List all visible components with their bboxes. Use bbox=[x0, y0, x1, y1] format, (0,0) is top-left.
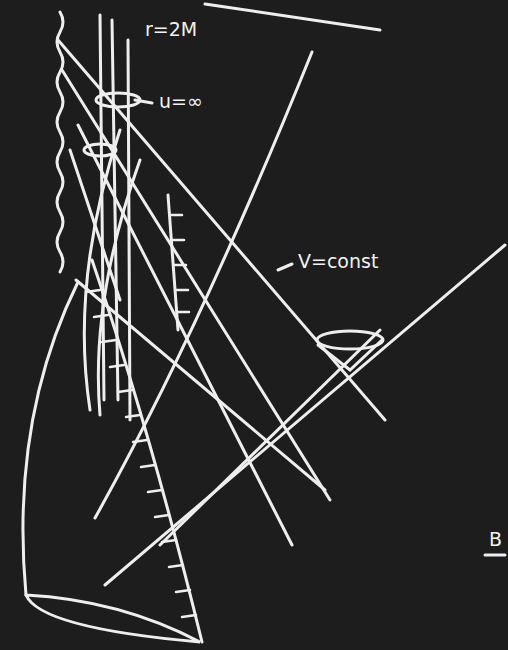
chalk-label: B bbox=[486, 528, 505, 551]
light-cone bbox=[317, 331, 383, 349]
chalk-label: V=const bbox=[295, 250, 381, 273]
hatch-marks bbox=[86, 290, 196, 617]
underline bbox=[485, 554, 505, 557]
chalk-label: u=∞ bbox=[156, 90, 206, 113]
chalk-label: r=2M bbox=[142, 18, 200, 41]
light-cone bbox=[84, 144, 116, 156]
null-line bbox=[70, 150, 120, 300]
hatch-marks bbox=[170, 215, 189, 312]
star-bottom bbox=[26, 595, 200, 642]
light-cone bbox=[96, 93, 140, 107]
chalk-line bbox=[98, 160, 140, 415]
light-cone bbox=[318, 340, 382, 370]
horizon-line bbox=[112, 20, 118, 400]
leader-line bbox=[278, 264, 292, 270]
star-surface bbox=[23, 282, 78, 595]
null-line bbox=[95, 52, 312, 518]
null-line bbox=[62, 70, 330, 500]
horizon-line bbox=[128, 40, 130, 420]
chalk-line bbox=[205, 4, 380, 30]
null-line bbox=[58, 40, 385, 420]
null-line bbox=[160, 330, 380, 545]
null-line bbox=[78, 125, 292, 545]
star-surface bbox=[92, 260, 202, 642]
leader-line bbox=[135, 100, 152, 103]
singularity-line bbox=[57, 12, 63, 272]
null-line bbox=[105, 245, 505, 585]
